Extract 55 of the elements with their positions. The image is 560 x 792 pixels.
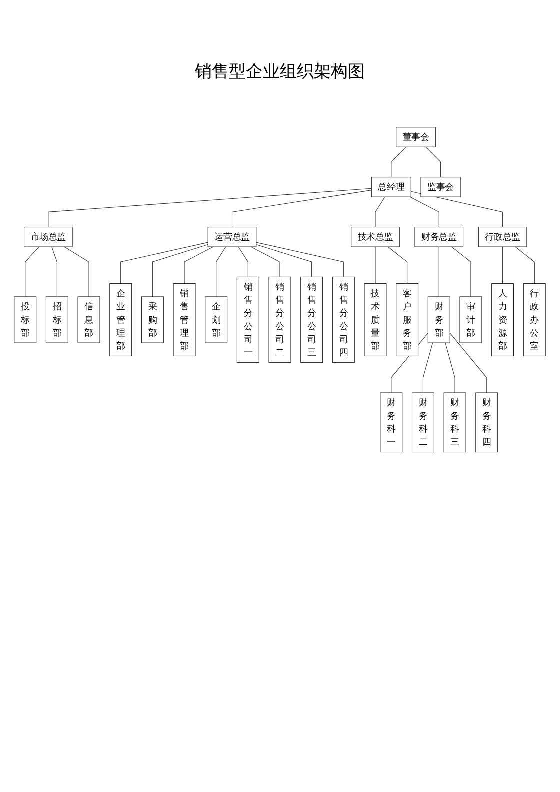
node-box: 行政总监 <box>478 227 528 248</box>
node-box: 市场总监 <box>24 227 73 248</box>
connector <box>410 196 440 228</box>
node-box: 投标部 <box>14 296 37 344</box>
connector <box>64 246 90 298</box>
connector <box>232 190 372 228</box>
connector <box>445 342 456 394</box>
node-box: 总经理 <box>371 177 412 198</box>
node-box: 运营总监 <box>208 227 257 248</box>
connector <box>238 246 248 278</box>
node-box: 企业管理部 <box>110 284 132 356</box>
node-box: 财务科一 <box>380 392 403 453</box>
connector <box>502 246 504 284</box>
node-box: 财务科三 <box>444 392 466 453</box>
connector <box>216 246 226 298</box>
node-box: 企划部 <box>205 296 228 344</box>
connector <box>52 246 58 298</box>
node-box: 销售管理部 <box>173 284 196 356</box>
connector <box>256 244 312 278</box>
node-box: 技术质量部 <box>364 284 387 356</box>
node-box: 销售分公司四 <box>332 276 355 364</box>
connector <box>426 146 442 178</box>
connector <box>152 244 208 298</box>
node-box: 客户服务部 <box>396 284 419 356</box>
connector <box>25 246 40 298</box>
connector <box>120 242 208 284</box>
node-box: 财务科四 <box>476 392 498 453</box>
node-box: 财务部 <box>428 296 450 344</box>
node-box: 采购部 <box>141 296 164 344</box>
node-box: 人力资源部 <box>492 284 514 356</box>
diagram-title: 销售型企业组织架构图 <box>194 61 366 83</box>
connector <box>388 246 408 284</box>
node-box: 审计部 <box>460 296 482 344</box>
connector <box>48 188 372 228</box>
connector <box>256 242 344 278</box>
connector <box>450 333 488 394</box>
node-box: 销售分公司三 <box>300 276 324 364</box>
node-box: 财务科二 <box>412 392 434 453</box>
node-box: 技术总监 <box>351 227 400 248</box>
node-box: 销售分公司二 <box>268 276 292 364</box>
node-box: 董事会 <box>396 127 436 148</box>
connector <box>438 246 440 298</box>
node-box: 财务总监 <box>414 227 464 248</box>
node-box: 销售分公司一 <box>236 276 260 364</box>
connector <box>451 246 472 298</box>
connector <box>422 342 434 394</box>
node-box: 行政办公室 <box>523 284 546 356</box>
connector <box>515 246 535 284</box>
node-box: 监事会 <box>420 177 461 198</box>
connector <box>250 246 280 278</box>
connector <box>391 146 407 178</box>
node-box: 信息部 <box>78 296 100 344</box>
connector <box>375 196 386 228</box>
connector <box>375 246 376 284</box>
node-box: 招标部 <box>46 296 68 344</box>
